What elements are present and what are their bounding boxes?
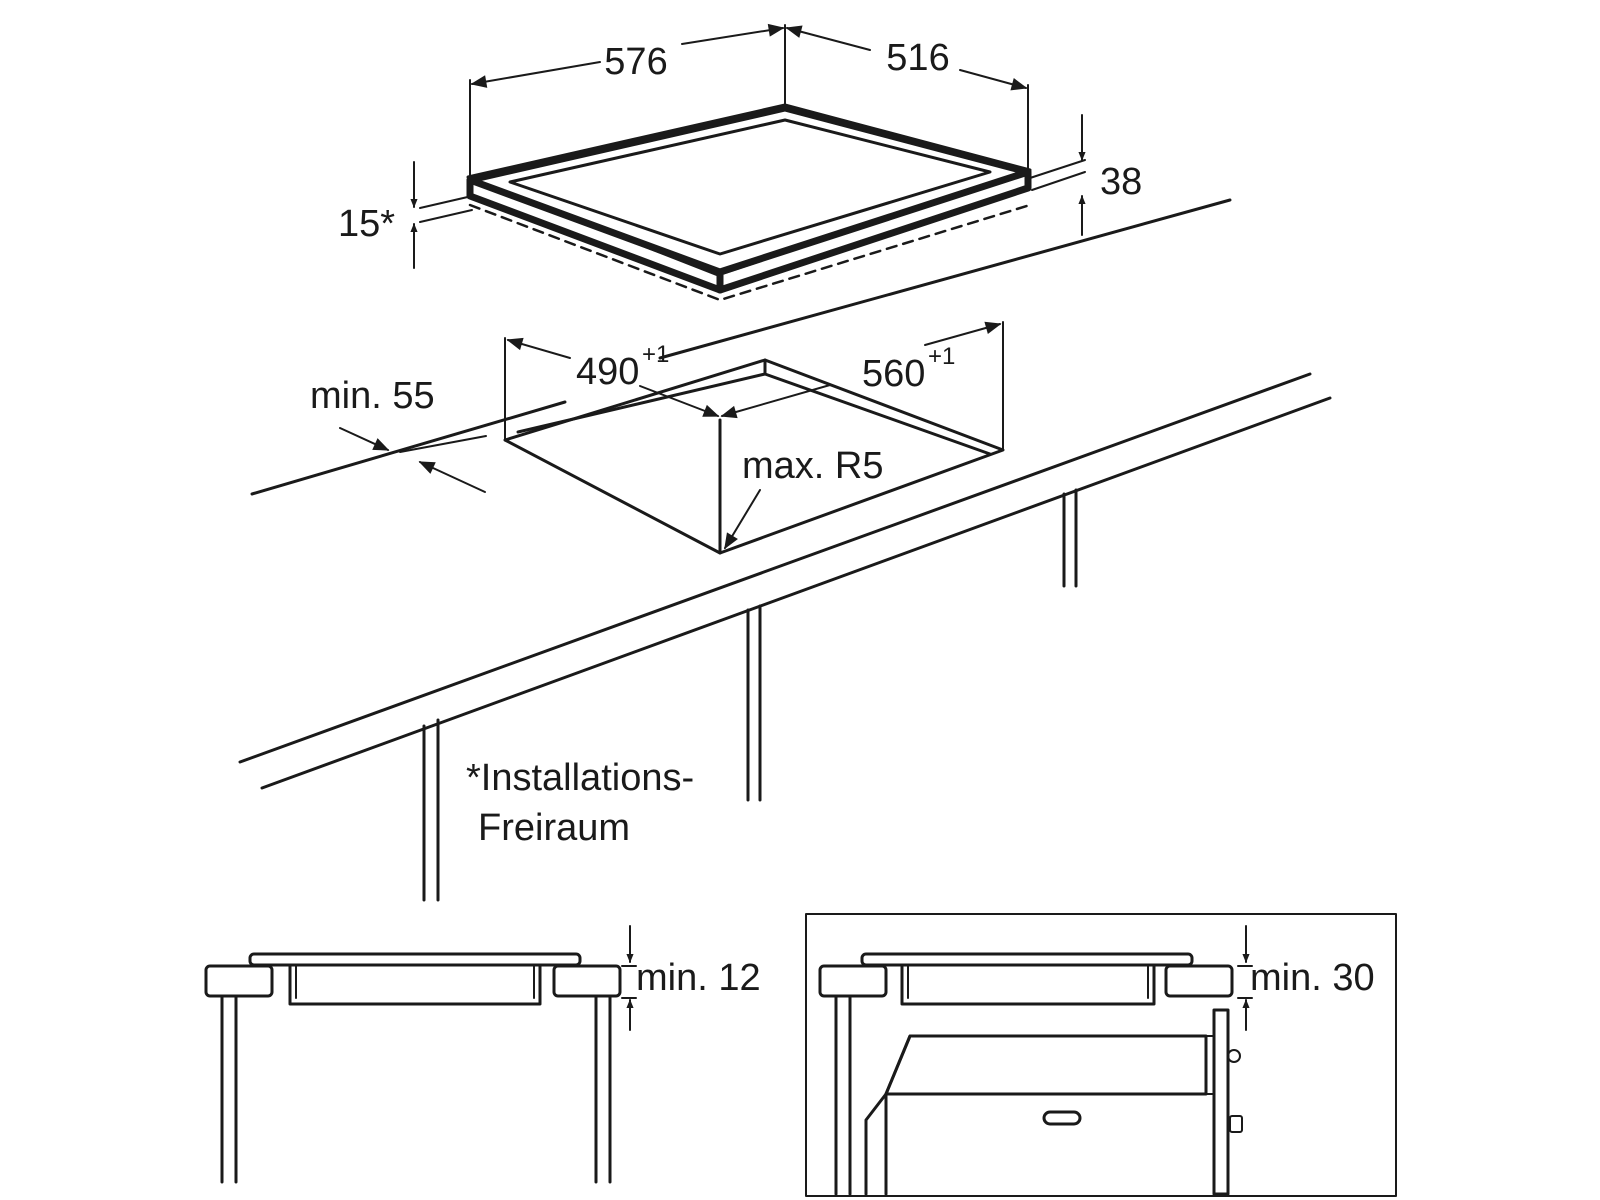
dim-560-arrow-right xyxy=(924,321,1002,346)
ext-line-min55 xyxy=(399,435,487,453)
detail-left-worktop-left xyxy=(204,964,274,998)
oven-front-panel-joint xyxy=(1205,1035,1215,1095)
cutout-back-inner xyxy=(516,372,767,434)
oven-knob-upper xyxy=(1227,1049,1241,1063)
dim-490-tolerance: +1 xyxy=(642,341,669,368)
oven-knob-lower xyxy=(1229,1115,1243,1133)
ext-line-38-top xyxy=(1029,159,1086,179)
detail-right-hob-body xyxy=(900,964,1156,1006)
dim-560-label: 560 xyxy=(862,353,925,395)
ext-line-15-bottom xyxy=(419,209,473,223)
dim-560-arrow-left xyxy=(720,384,831,419)
detail-right-worktop-right xyxy=(1164,964,1234,998)
detail-left-hob-body xyxy=(288,964,542,1006)
corner-radius-label: max. R5 xyxy=(742,445,883,487)
dim-576-arrow-right xyxy=(681,23,785,45)
dim-38-label: 38 xyxy=(1100,161,1142,203)
dim-490-label: 490 xyxy=(576,351,639,393)
hob-glass-inner xyxy=(508,118,992,256)
dim-490-arrow-right xyxy=(639,385,720,417)
hob-drawing: 576 516 38 15* xyxy=(338,23,1142,302)
dim-516-label: 516 xyxy=(886,37,949,79)
detail-right-frame xyxy=(805,913,1397,1197)
detail-left-worktop-right xyxy=(552,964,622,998)
detail-right-worktop-left xyxy=(818,964,888,998)
dim-576-arrow-left xyxy=(470,61,601,88)
ext-line-15-top xyxy=(419,195,473,209)
corner-radius-arrow xyxy=(724,489,761,550)
dim-490-arrow-left xyxy=(506,337,571,359)
footnote-line-2: Freiraum xyxy=(478,807,630,849)
dim-min55-arrow-a xyxy=(339,427,390,451)
dim-516-arrow-right xyxy=(959,69,1028,91)
oven-top-slope xyxy=(884,1034,912,1096)
cutout-right-inner xyxy=(763,372,992,456)
oven-front-panel xyxy=(1212,1008,1230,1196)
oven-top xyxy=(884,1034,1208,1096)
worktop-back-edge xyxy=(658,198,1232,360)
dim-15-label: 15* xyxy=(338,203,395,245)
footnote-line-1: *Installations- xyxy=(466,757,694,799)
detail-right: min. 30 xyxy=(805,913,1397,1197)
hob-frame-outline xyxy=(466,104,1032,276)
detail-left-min-label: min. 12 xyxy=(636,957,761,999)
dim-560-tolerance: +1 xyxy=(928,343,955,370)
detail-right-min-label: min. 30 xyxy=(1250,957,1375,999)
worktop-front-edge-left xyxy=(250,400,567,496)
hob-underside-dashed xyxy=(468,203,1032,302)
worktop-drawing: 490 +1 560 +1 min. 55 max. R5 xyxy=(238,198,1332,902)
dim-min55-arrow-b xyxy=(418,461,486,493)
detail-left: min. 12 xyxy=(204,925,761,1184)
detail-left-hob-glass xyxy=(248,952,582,967)
oven-left-back xyxy=(864,1092,888,1196)
ext-line-38-bottom xyxy=(1031,171,1086,191)
dim-576-label: 576 xyxy=(604,41,667,83)
worktop-front-edge-lower xyxy=(260,396,1332,790)
worktop-front-edge xyxy=(238,372,1312,764)
dim-min55-label: min. 55 xyxy=(310,375,435,417)
detail-right-hob-glass xyxy=(860,952,1194,967)
dim-516-arrow-left xyxy=(785,25,871,51)
oven-handle xyxy=(1042,1110,1082,1126)
